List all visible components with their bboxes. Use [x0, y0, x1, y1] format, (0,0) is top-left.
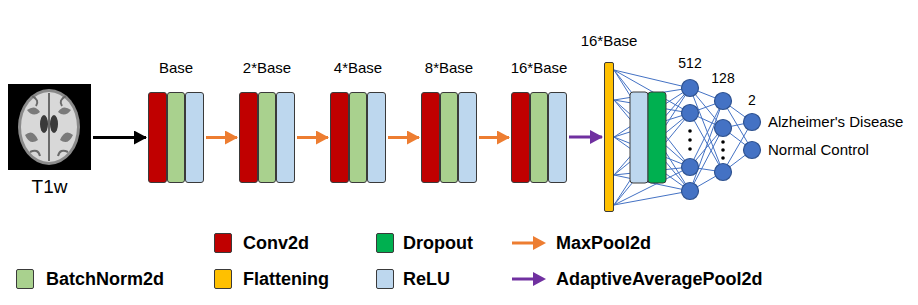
ventricle [50, 115, 58, 133]
relu-bar [185, 92, 204, 183]
sulci [25, 132, 73, 142]
legend-text: Dropout [403, 232, 473, 254]
brain-outline [18, 89, 80, 165]
batchnorm-bar [530, 92, 548, 183]
avgpool-arrow-head [533, 272, 546, 286]
relu-bar [276, 92, 295, 183]
maxpool-arrow [388, 136, 419, 139]
neurons [682, 80, 761, 200]
dropout-bar [648, 92, 666, 183]
legend-text: AdaptiveAveragePool2d [556, 268, 762, 290]
relu-bar [630, 92, 648, 183]
maxpool-arrow-sample [512, 242, 535, 245]
channel-label: 2*Base [243, 59, 291, 76]
class-label: Alzheimer's Disease [768, 113, 903, 130]
legend-text: BatchNorm2d [46, 268, 164, 290]
avgpool-arrow [569, 136, 602, 139]
flattening-bar [604, 62, 614, 212]
channel-label: 16*Base [581, 32, 638, 49]
conv2d-bar [330, 92, 349, 183]
legend-text: ReLU [403, 268, 450, 290]
avgpool-arrow-sample [512, 278, 535, 281]
legend-swatch [376, 269, 394, 289]
conv2d-bar [148, 92, 167, 183]
legend-swatch [376, 233, 394, 253]
layer-size: 2 [748, 92, 756, 108]
channel-label: Base [159, 59, 193, 76]
white-matter [21, 92, 77, 162]
ventricle [40, 115, 48, 133]
flatten-bar: 16*Base [604, 62, 614, 212]
conv-block: 8*Base [421, 92, 477, 183]
legend-text: MaxPool2d [556, 232, 651, 254]
conv-block: 16*Base [511, 92, 567, 183]
layer-size: 512 [678, 55, 701, 71]
gyri [30, 96, 68, 156]
batchnorm-bar [349, 92, 367, 183]
brain-mri-image [8, 84, 91, 170]
maxpool-arrow [297, 136, 328, 139]
conv2d-bar [511, 92, 530, 183]
conv2d-bar [239, 92, 258, 183]
midline [48, 93, 50, 161]
relu-bar [367, 92, 386, 183]
legend-text: Flattening [243, 268, 329, 290]
relu-bar [548, 92, 567, 183]
legend-arrows [512, 236, 546, 286]
legend-swatch [214, 233, 232, 253]
dense-connections [614, 70, 752, 205]
relu-bar [458, 92, 477, 183]
channel-label: 8*Base [425, 59, 473, 76]
channel-label: 16*Base [511, 59, 568, 76]
maxpool-arrow [479, 136, 509, 139]
conv2d-bar [421, 92, 440, 183]
conv-block: 4*Base [330, 92, 386, 183]
class-label: Normal Control [768, 141, 869, 158]
input-image: T1w [8, 84, 91, 170]
sulci [27, 107, 71, 114]
legend-swatch [16, 269, 34, 289]
legend-text: Conv2d [243, 232, 309, 254]
legend-swatch [214, 269, 232, 289]
conv-block: Base [148, 92, 204, 183]
input-arrow [93, 136, 146, 139]
channel-label: 4*Base [334, 59, 382, 76]
maxpool-arrow-head [533, 236, 546, 250]
input-label: T1w [32, 176, 68, 198]
ellipsis-dots [688, 129, 725, 160]
layer-size: 128 [711, 70, 734, 86]
batchnorm-bar [167, 92, 185, 183]
conv-block: 2*Base [239, 92, 295, 183]
batchnorm-bar [258, 92, 276, 183]
maxpool-arrow [206, 136, 237, 139]
batchnorm-bar [440, 92, 458, 183]
mri-background [8, 84, 91, 170]
